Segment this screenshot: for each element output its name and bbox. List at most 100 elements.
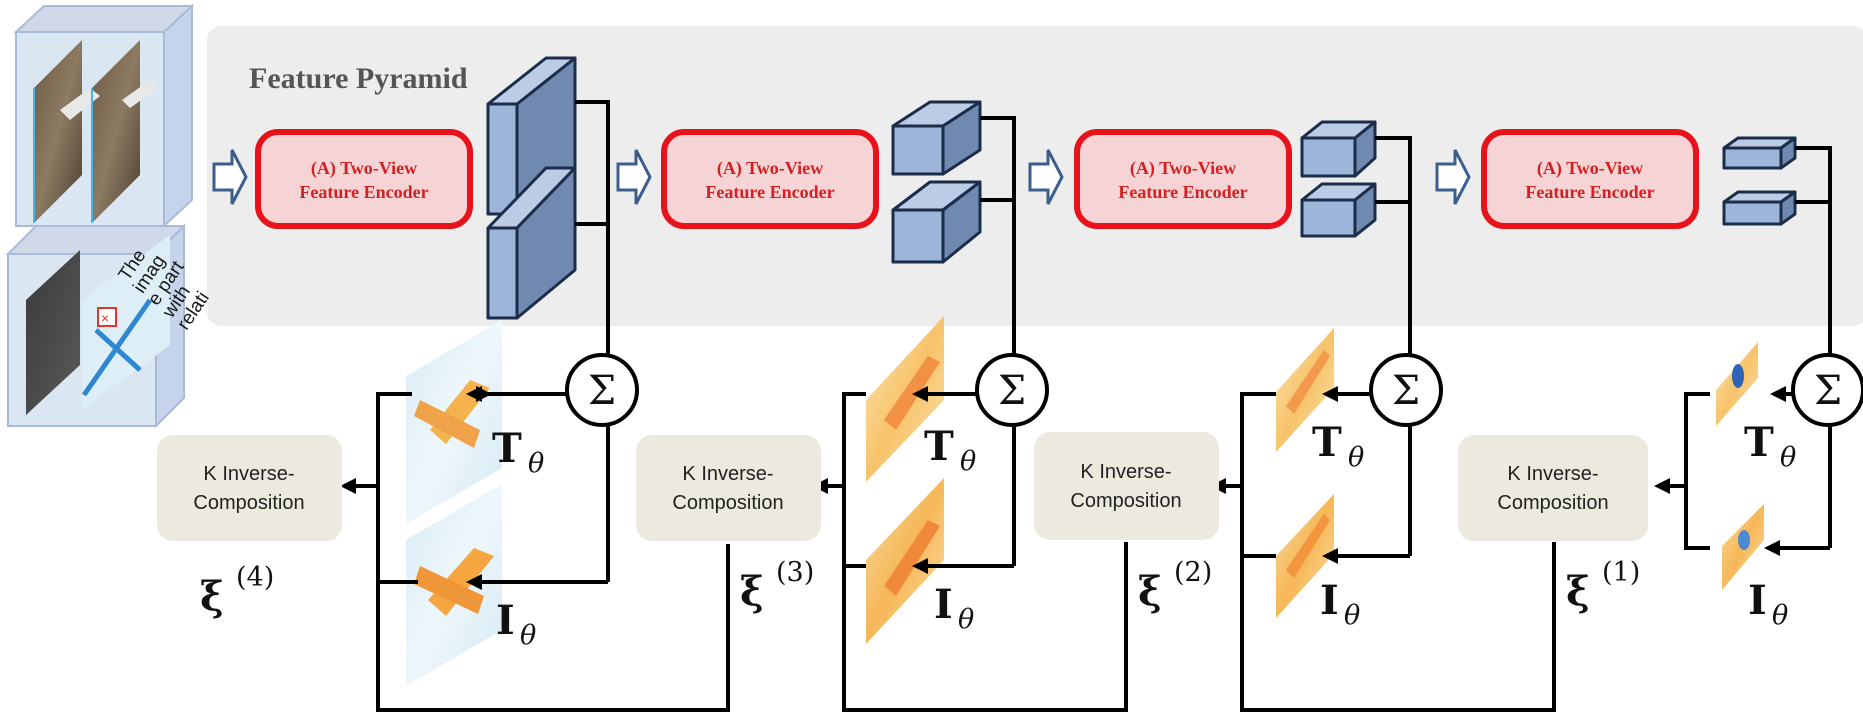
sum-circle [975,353,1049,427]
t-label-level-2: T θ [1312,419,1364,473]
sum-circle [1369,353,1443,427]
sum-node-level-2: Σ [1369,353,1443,427]
encoder-label-line2: Feature Encoder [705,182,834,202]
t-theta-symbol: T [492,425,522,472]
i-theta-symbol: I [1320,577,1339,624]
heatmap-i-level-4 [406,484,502,686]
encoder-label-line2: Feature Encoder [299,182,428,202]
heatmap-t-level-3 [866,316,944,482]
i-label-level-4: I θ [496,597,536,651]
arrow-icon [1028,149,1064,205]
t-label-level-3: T θ [924,423,976,477]
xi-label-level-1: ξ (1) [1566,557,1640,615]
feature-block [1300,182,1377,238]
t-theta-symbol: T [1744,419,1774,466]
heatmap-t-level-1 [1716,342,1758,426]
encoder-label-line1: (A) Two-View [717,158,823,179]
xi-symbol: ξ [740,568,764,615]
i-label-level-1: I θ [1748,577,1788,631]
i-theta-symbol: I [934,581,953,628]
arrowhead-icon [1654,478,1670,494]
feature-block [891,180,982,264]
arrowheads [340,386,1786,590]
composition-box-level-3: K Inverse- Composition [636,435,821,541]
composition-label-line1: K Inverse- [1080,461,1171,483]
composition-box-level-1: K Inverse- Composition [1458,435,1648,541]
encoder-stage-3: (A) Two-View Feature Encoder [661,129,879,229]
sum-node-level-4: Σ [565,353,639,427]
xi-label-level-2: ξ (2) [1138,557,1212,615]
t-theta-subscript: θ [528,448,544,479]
encoder-label-line2: Feature Encoder [1525,182,1654,202]
encoder-label-line1: (A) Two-View [1130,158,1236,179]
arrow-icon [1435,149,1471,205]
xi-symbol: ξ [1138,568,1162,615]
encoder-stage-4: (A) Two-View Feature Encoder [255,129,473,229]
xi-label-level-4: ξ (4) [200,562,274,620]
feature-block [1722,190,1797,226]
encoder-box [661,129,879,229]
t-label-level-1: T θ [1744,419,1796,473]
encoder-stage-2: (A) Two-View Feature Encoder [1074,129,1292,229]
i-theta-subscript: θ [1772,600,1788,631]
xi-label-level-3: ξ (3) [740,557,814,615]
encoder-label-line1: (A) Two-View [311,158,417,179]
xi-superscript: (3) [776,557,814,588]
feature-blocks-level-2 [1300,120,1377,238]
i-label-level-3: I θ [934,581,974,635]
t-theta-subscript: θ [960,446,976,477]
svg-text:×: × [101,310,109,326]
input-image-stack: × The imag e part with relati [5,3,214,429]
source-photo-bottom: × [26,235,170,415]
t-theta-subscript: θ [1780,442,1796,473]
arrow-icon [212,149,248,205]
encoder-box [255,129,473,229]
sum-circle [1791,353,1863,427]
feature-blocks-level-1 [1722,136,1797,226]
xi-superscript: (1) [1602,557,1640,588]
input-arrows [212,149,1471,205]
composition-label-line2: Composition [1070,490,1181,512]
source-photo-top [33,40,158,223]
feature-block [1722,136,1797,170]
sum-circle [565,353,639,427]
xi-superscript: (4) [236,562,274,593]
sigma-symbol: Σ [998,368,1026,414]
arrowhead-icon [912,386,928,402]
heatmap-i-level-2 [1276,494,1334,618]
i-theta-subscript: θ [1344,600,1360,631]
feature-block [1300,120,1377,178]
arrowhead-icon [1764,540,1780,556]
t-theta-symbol: T [1312,419,1342,466]
sigma-symbol: Σ [588,368,616,414]
t-theta-symbol: T [924,423,954,470]
arrowhead-icon [1322,548,1338,564]
composition-label-line2: Composition [1497,492,1608,514]
arrow-icon [616,149,652,205]
xi-superscript: (2) [1174,557,1212,588]
heatmap-t-level-2 [1276,328,1334,452]
arrowhead-icon [1322,386,1338,402]
composition-label-line1: K Inverse- [203,463,294,485]
i-theta-subscript: θ [958,604,974,635]
feature-blocks-level-3 [891,100,982,264]
composition-box-level-4: K Inverse- Composition [157,435,342,541]
composition-label-line2: Composition [193,492,304,514]
i-theta-subscript: θ [520,620,536,651]
xi-symbol: ξ [200,573,224,620]
feature-blocks-level-4 [486,56,577,320]
sigma-symbol: Σ [1392,368,1420,414]
connection-lines [350,100,1832,712]
t-label-level-4: T θ [492,425,544,479]
i-theta-symbol: I [1748,577,1767,624]
arrowhead-icon [466,386,482,402]
composition-box-level-2: K Inverse- Composition [1034,432,1219,540]
encoder-label-line2: Feature Encoder [1118,182,1247,202]
sum-node-level-1: Σ [1791,353,1863,427]
composition-label-line1: K Inverse- [682,463,773,485]
arrowhead-icon [912,558,928,574]
feature-block [486,166,577,320]
composition-label-line2: Composition [672,492,783,514]
heatmap-i-level-3 [866,478,944,644]
